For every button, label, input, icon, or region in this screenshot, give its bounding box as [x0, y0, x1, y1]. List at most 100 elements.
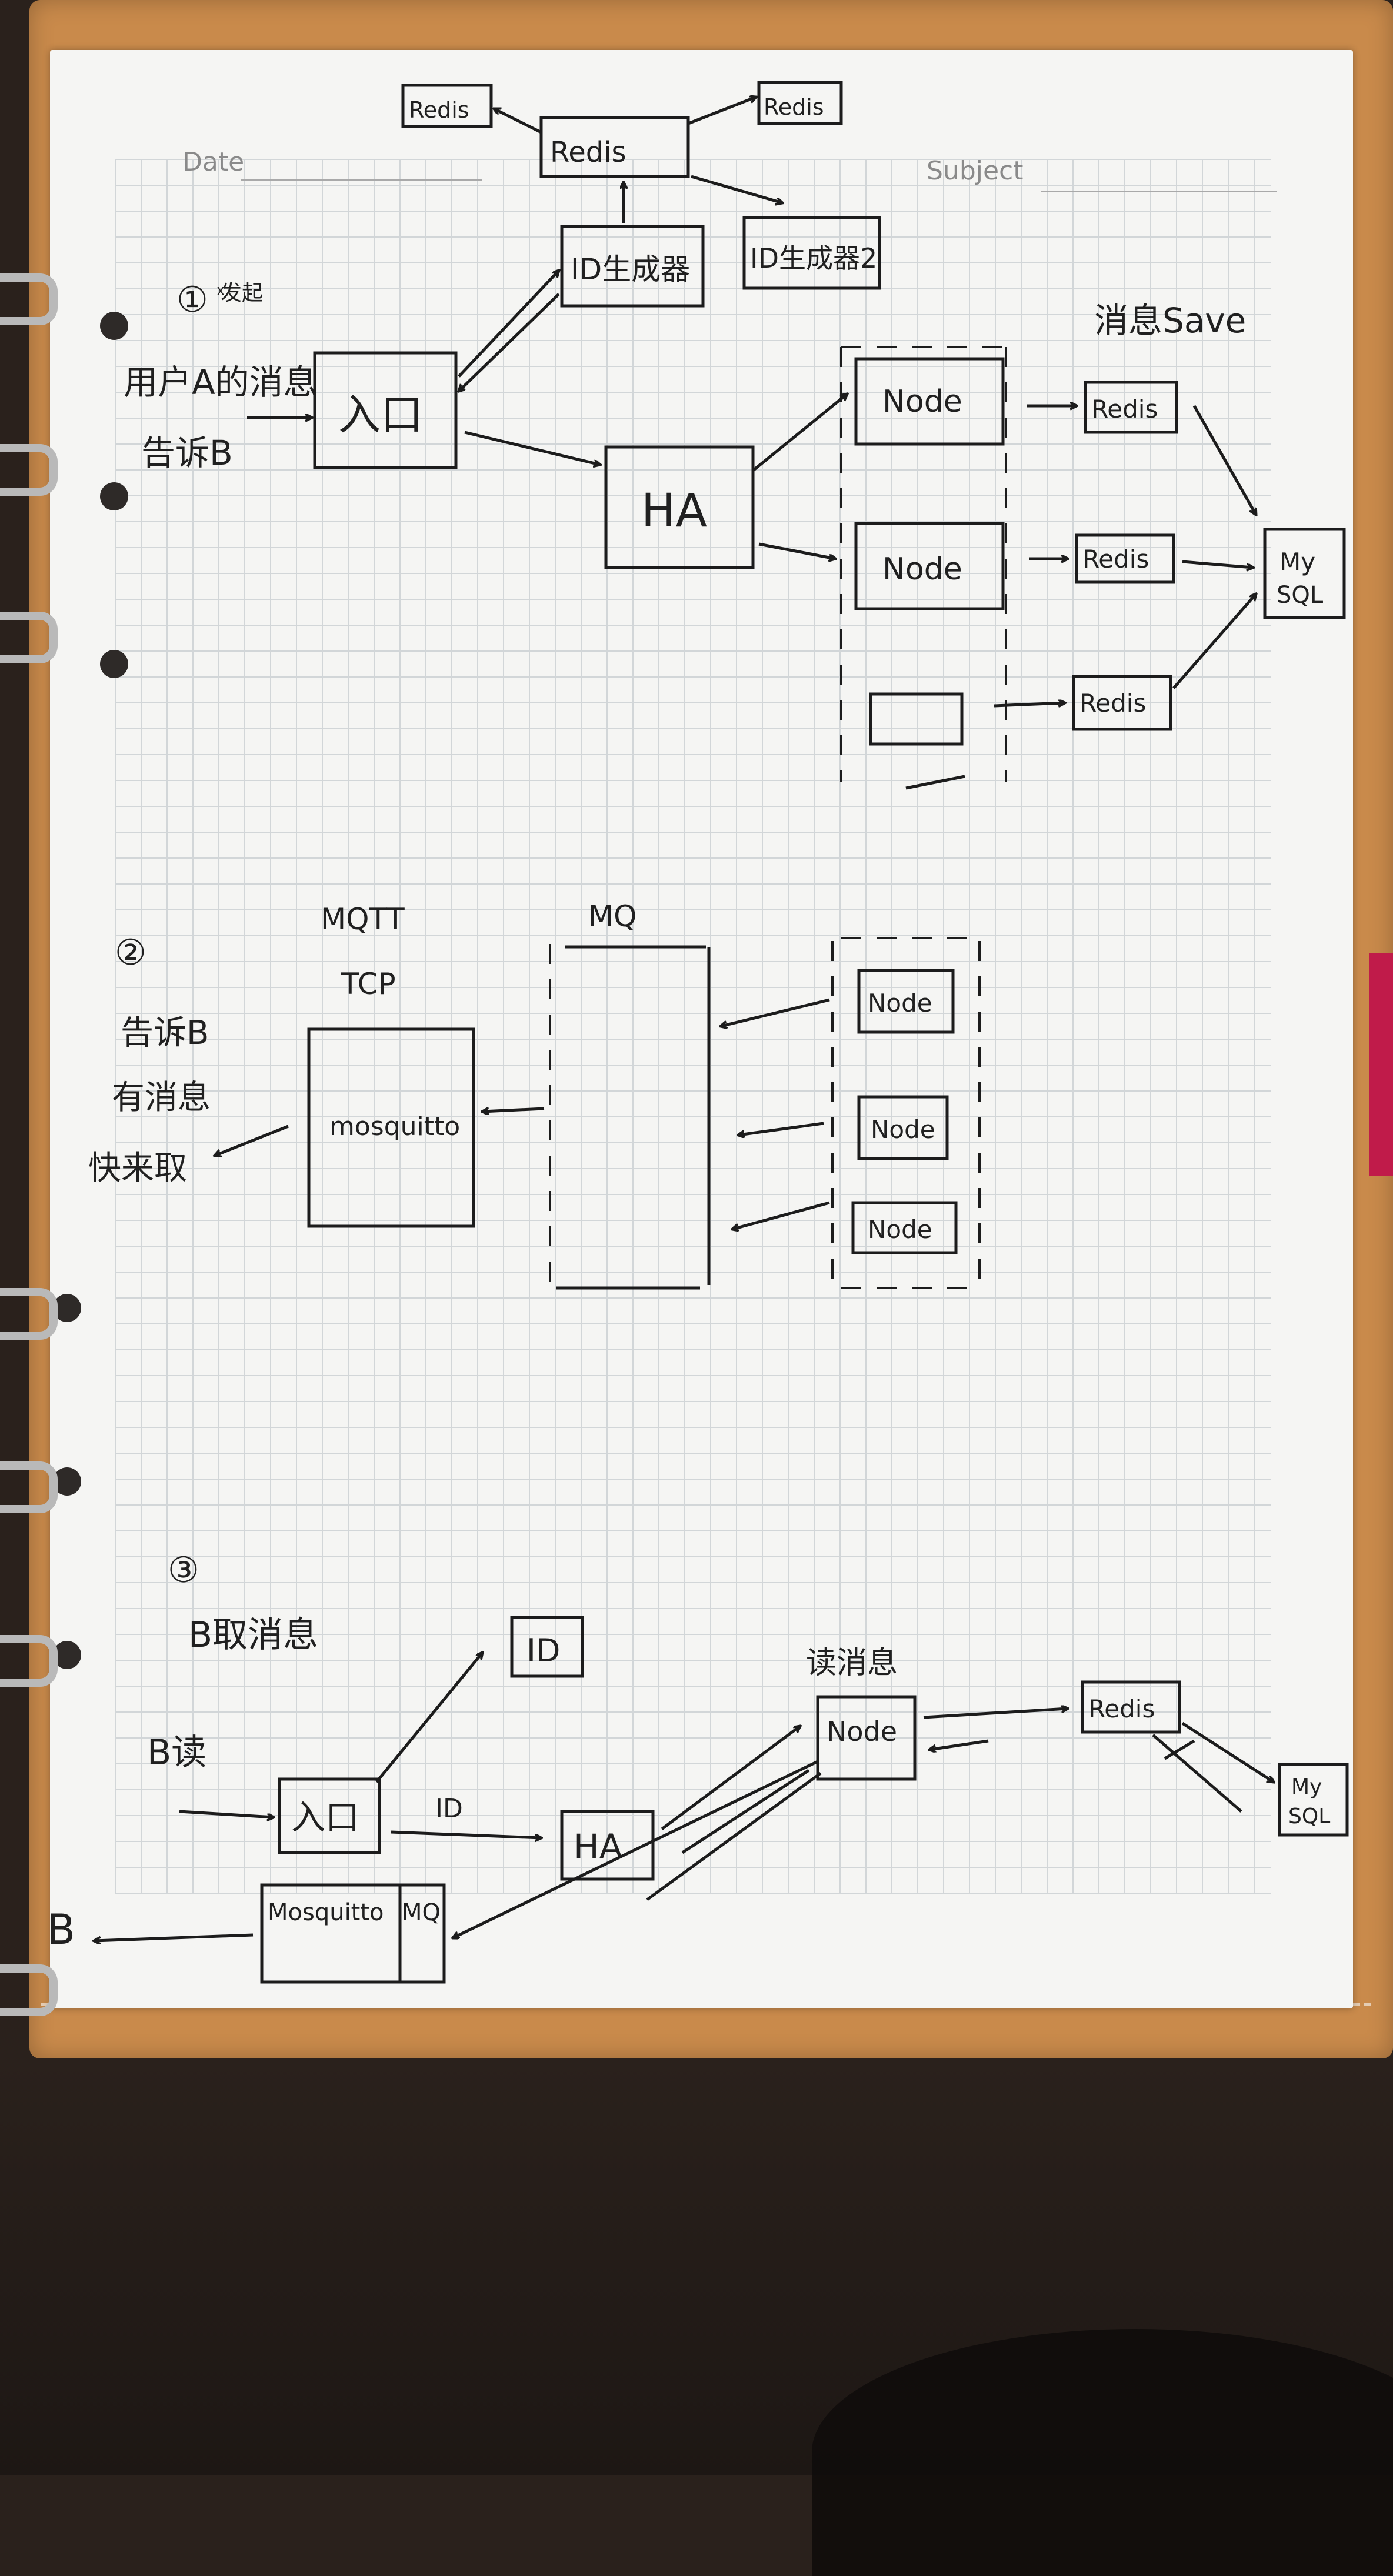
- section2-number: ②: [115, 932, 146, 973]
- mysql3-label-1: My: [1291, 1775, 1322, 1799]
- node2-2-box: [857, 1095, 949, 1160]
- arrow-ha-node2: [758, 542, 835, 559]
- arrow-redis2-mysql: [1182, 560, 1253, 568]
- mysql3-box: [1278, 1763, 1349, 1837]
- arrow-entry3-id: [375, 1653, 482, 1783]
- redis-n3-label: Redis: [1079, 689, 1146, 718]
- subject-label: Subject: [927, 156, 1024, 186]
- arrow-node3-redis: [994, 703, 1065, 706]
- binder-ring: [0, 612, 58, 663]
- idgen-1-label: ID生成器: [571, 252, 690, 286]
- binder-ring: [0, 1288, 58, 1340]
- idgen-2-box: [742, 216, 881, 290]
- node2-2-label: Node: [871, 1115, 935, 1144]
- idgen-1-box: [560, 225, 705, 308]
- redis-center-label: Redis: [550, 136, 626, 169]
- node-1-label: Node: [882, 384, 962, 419]
- arrow-redis-node3: [929, 1739, 989, 1750]
- node-3-box: [869, 692, 964, 746]
- id-arrow-label: ID: [435, 1794, 463, 1824]
- redis-n3-box: [1072, 675, 1172, 731]
- arrow-node22-mq: [738, 1122, 824, 1135]
- punch-hole: [53, 1294, 81, 1322]
- arrow-redis3-mysql3: [1181, 1721, 1274, 1782]
- subject-underline: [1041, 191, 1277, 192]
- arrow-entry-idgen: [458, 271, 559, 378]
- arrow-redis-left: [494, 109, 542, 134]
- redis3-label: Redis: [1088, 1694, 1155, 1723]
- entry3-box: [278, 1777, 381, 1854]
- redis-n1-box: [1084, 381, 1178, 434]
- node-cluster-bottom-mark: [905, 775, 965, 790]
- arrow-redis3-mysql: [1172, 594, 1256, 689]
- redis-center-box: [539, 116, 690, 178]
- date-underline: [241, 179, 482, 181]
- section1-small-note: ͯ发起: [217, 281, 263, 305]
- binder-ring: [0, 444, 58, 496]
- section3-number: ③: [168, 1550, 199, 1591]
- mysql-label-2: SQL: [1277, 582, 1324, 609]
- idgen-2-label: ID生成器2: [750, 242, 877, 274]
- arrow-node3-redis: [923, 1709, 1068, 1719]
- section1-user-note-2: 告诉B: [141, 433, 233, 473]
- arrow-ha-node1: [752, 394, 847, 472]
- arrow-redis-right: [688, 97, 756, 125]
- entry-label: 入口: [338, 390, 423, 439]
- mosquitto-box: [307, 1027, 475, 1228]
- ha-label: HA: [641, 485, 707, 538]
- arrow-node21-mq: [721, 998, 830, 1026]
- node3-box: [816, 1695, 917, 1781]
- arrow-idgen-entry: [459, 293, 560, 391]
- binder-ring: [0, 1964, 58, 2016]
- b-fetch-label: B取消息: [188, 1614, 318, 1656]
- arrow-redis1-mysql: [1192, 405, 1256, 515]
- section2-note-2: 有消息: [112, 1079, 211, 1117]
- line-mq-node: [646, 1771, 822, 1901]
- arrow-entry-ha: [464, 431, 600, 465]
- tcp-label: TCP: [341, 967, 396, 1001]
- line-redis3-mysql3: [1152, 1734, 1242, 1813]
- id-box-label: ID: [526, 1632, 561, 1669]
- node2-3-label: Node: [868, 1215, 932, 1244]
- arrow-entry3-ha: [391, 1830, 541, 1838]
- arrow-ha3-node: [661, 1726, 800, 1831]
- arrow-to-entry3: [179, 1810, 274, 1817]
- punch-hole: [100, 650, 128, 678]
- node2-1-box: [857, 969, 955, 1034]
- arrow-mosquitto-client: [215, 1125, 289, 1156]
- redis-left-box: [401, 84, 493, 128]
- mysql-box: [1263, 528, 1346, 619]
- arrow-redis-idgen2: [691, 175, 782, 203]
- punch-hole: [53, 1467, 81, 1496]
- section2-note-3: 快来取: [88, 1149, 187, 1187]
- punch-hole: [53, 1641, 81, 1669]
- date-label: Date: [182, 147, 245, 177]
- node-1-box: [854, 357, 1005, 446]
- b-read-label: B读: [147, 1732, 206, 1773]
- binder-ring: [0, 1461, 58, 1513]
- redis-n2-label: Redis: [1082, 545, 1149, 573]
- ha-box: [604, 445, 755, 569]
- id-box: [510, 1616, 584, 1678]
- section1-user-note-1: 用户A的消息: [124, 362, 318, 402]
- mosquitto-label: mosquitto: [329, 1112, 460, 1142]
- redis-n1-label: Redis: [1091, 395, 1158, 423]
- binder-ring: [0, 273, 58, 325]
- binder-ring: [0, 1635, 58, 1687]
- cross-mark: [1164, 1739, 1195, 1760]
- ha3-box: [560, 1810, 655, 1881]
- arrow-mq-mosquitto: [482, 1109, 545, 1112]
- redis-n2-box: [1075, 533, 1175, 584]
- arrow-node23-mq: [732, 1201, 830, 1229]
- mysql-label-1: My: [1279, 548, 1315, 576]
- line-ha3-node-b: [681, 1769, 810, 1854]
- node2-1-label: Node: [868, 989, 932, 1017]
- redis-left-label: Redis: [409, 97, 469, 123]
- section1-number: ①: [176, 279, 208, 321]
- handwritten-diagram: ① ͯ发起 用户A的消息 告诉B 入口 Redis Redis Redis ID…: [47, 81, 1349, 1984]
- b-target-label: B: [47, 1906, 75, 1954]
- arrow-mosquitto3-b: [94, 1933, 254, 1941]
- node2-3-box: [851, 1201, 958, 1254]
- entry-box: [313, 351, 458, 469]
- mosquitto3-label: Mosquitto: [268, 1899, 384, 1926]
